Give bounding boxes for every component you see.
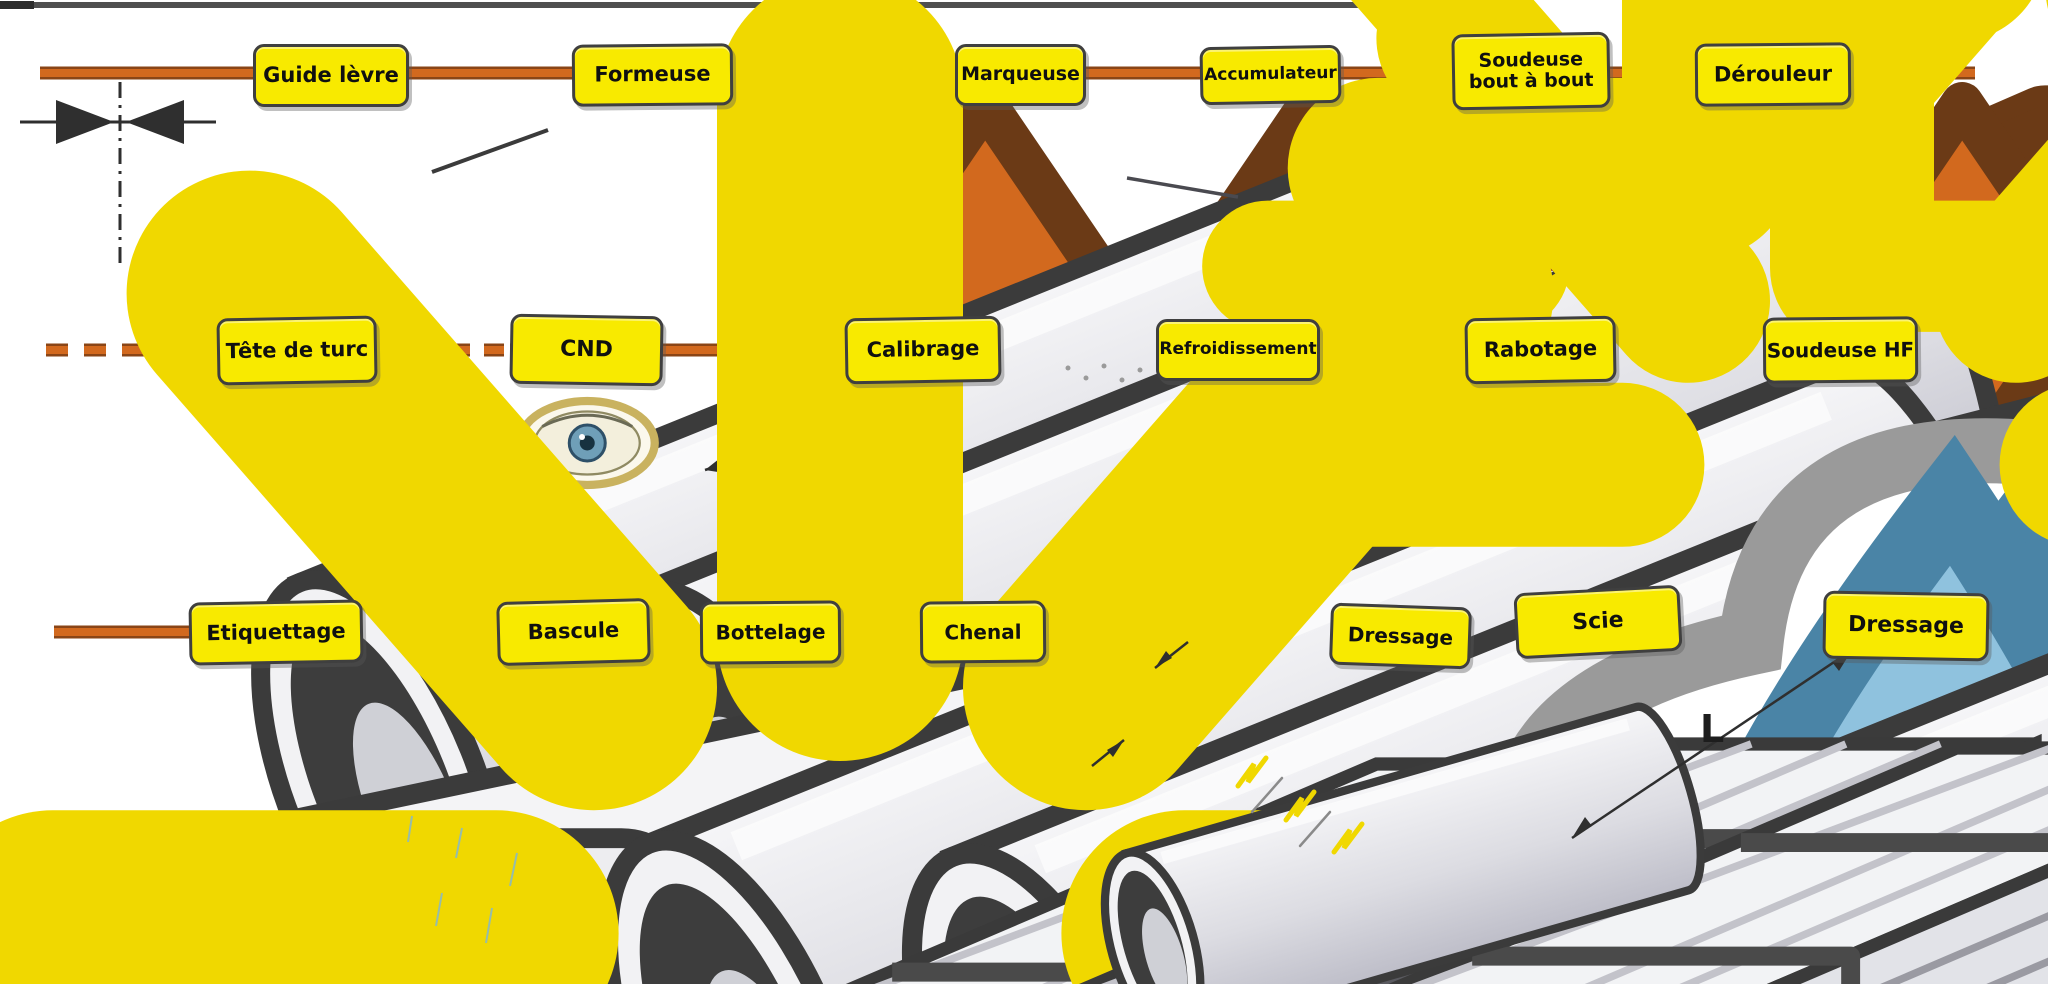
formed-tube-icon [431,95,2041,984]
step-chenal: Chenal [919,600,1047,664]
labelled-bundle-icon [53,97,1755,984]
step-calibrage: Calibrage [844,315,1002,385]
step-soudeuse-hf: Soudeuse HF [1762,316,1919,384]
step-refroidissement: Refroidissement [1156,319,1320,381]
step-scie: Scie [1513,584,1683,660]
step-marqueuse: Marqueuse [955,44,1086,106]
single-tube-icon [700,639,2048,984]
length-label: L [1700,707,1724,751]
butt-weld-seam-icon [1126,176,1239,199]
step-formeuse: Formeuse [571,43,734,107]
water-drips-icon [407,815,1774,984]
step-derouleur: Dérouleur [1694,42,1852,107]
weld-sparks-icon [1235,755,1365,855]
weld-torch-symbol-icon [20,100,216,144]
step-tete-de-turc: Tête de turc [216,315,378,386]
weighed-bundle-icon [407,744,2035,984]
cut-gap-dimension-icon [1091,641,1189,767]
step-bascule: Bascule [496,598,651,666]
step-etiquettage: Etiquettage [188,599,364,666]
step-guide-levre: Guide lèvre [253,44,409,107]
step-soudeuse-bout-a-bout: Soudeuse bout à bout [1451,31,1611,111]
top-rule [0,1,1408,9]
welded-strip-icon [986,176,2048,864]
step-accumulateur: Accumulateur [1199,44,1342,106]
step-dressage-1: Dressage [1328,602,1473,670]
step-rabotage: Rabotage [1464,315,1617,385]
step-dressage-2: Dressage [1822,590,1990,662]
sawn-tube-icon: L [1571,635,2048,984]
length-dimension-icon: L [1571,648,1853,840]
cooling-tube-icon [1065,352,2048,984]
step-cnd: CND [509,313,664,387]
step-bottelage: Bottelage [699,600,842,665]
guide-levre-tube-icon [20,82,1656,984]
straightened-tube-icon [1235,682,2048,984]
